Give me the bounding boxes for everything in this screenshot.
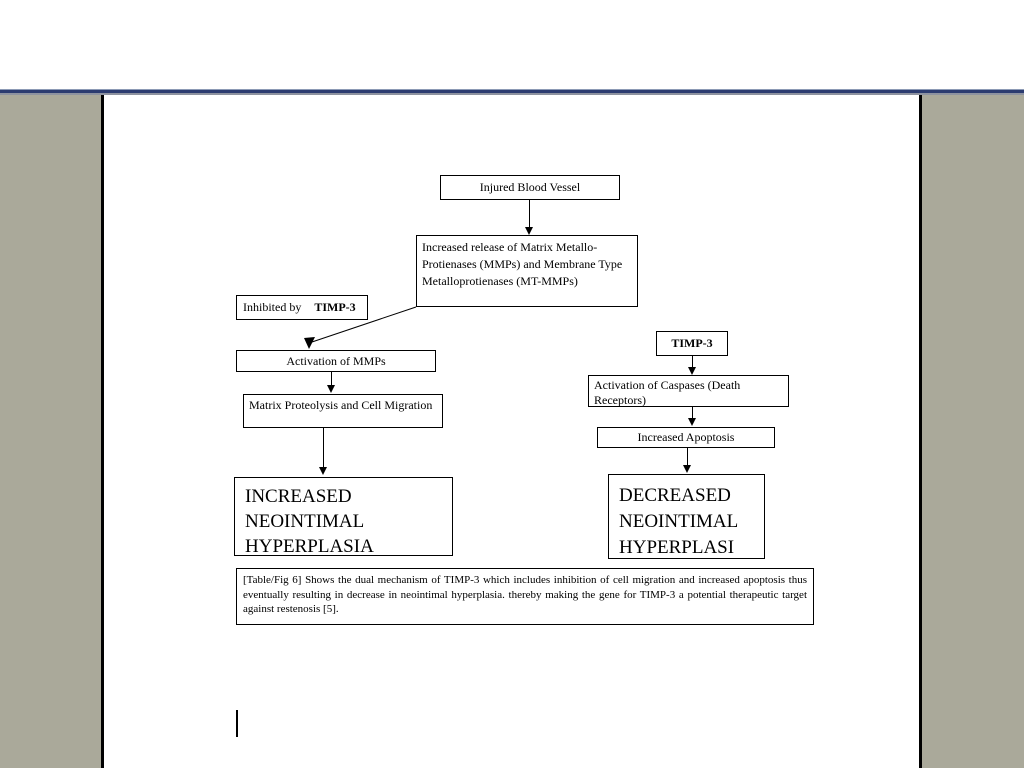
text-cursor-caret [236, 710, 238, 737]
page-left-border [101, 95, 104, 768]
top-horizontal-rule-shadow [0, 93, 1024, 95]
node-injured-blood-vessel-label: Injured Blood Vessel [479, 180, 581, 194]
node-activation-of-mmps[interactable]: Activation of MMPs [236, 350, 436, 372]
node-inhibited-by-timp3-strong: TIMP-3 [314, 300, 356, 314]
connector-vessel-to-release [529, 200, 530, 228]
node-increased-apoptosis[interactable]: Increased Apoptosis [597, 427, 775, 448]
figure-caption-text: [Table/Fig 6] Shows the dual mechanism o… [243, 574, 807, 615]
document-page[interactable]: Injured Blood Vessel Increased release o… [104, 95, 919, 768]
top-white-band [0, 0, 1024, 89]
node-timp3[interactable]: TIMP-3 [656, 331, 728, 356]
node-decreased-neointimal-hyperplasi-label: DECREASED NEOINTIMAL HYPERPLASI [619, 485, 738, 558]
connector-release-to-activation [304, 306, 417, 349]
node-activation-of-mmps-label: Activation of MMPs [286, 354, 386, 368]
arrowhead-vessel-to-release [525, 227, 533, 235]
top-horizontal-rule [0, 89, 1024, 93]
figure-caption: [Table/Fig 6] Shows the dual mechanism o… [236, 568, 814, 625]
node-injured-blood-vessel[interactable]: Injured Blood Vessel [440, 175, 620, 200]
connector-timp3-to-caspases [692, 356, 693, 368]
connector-activation-to-proteolysis [331, 372, 332, 386]
node-matrix-proteolysis[interactable]: Matrix Proteolysis and Cell Migration [243, 394, 443, 428]
node-increased-apoptosis-label: Increased Apoptosis [637, 430, 735, 444]
node-increased-release-mmps[interactable]: Increased release of Matrix Metallo-Prot… [416, 235, 638, 307]
page-right-border [919, 95, 922, 768]
connector-proteolysis-to-increased [323, 428, 324, 468]
node-timp3-label: TIMP-3 [671, 336, 713, 350]
node-inhibited-by-label: Inhibited by [243, 300, 302, 314]
node-increased-neointimal-hyperplasia-label: INCREASED NEOINTIMAL HYPERPLASIA [245, 486, 374, 557]
node-matrix-proteolysis-label: Matrix Proteolysis and Cell Migration [249, 398, 433, 412]
arrowhead-caspases-to-apoptosis [688, 418, 696, 426]
arrowhead-timp3-to-caspases [688, 367, 696, 375]
node-activation-of-caspases[interactable]: Activation of Caspases (Death Receptors) [588, 375, 789, 407]
connector-caspases-to-apoptosis [692, 407, 693, 419]
node-decreased-neointimal-hyperplasi[interactable]: DECREASED NEOINTIMAL HYPERPLASI [608, 474, 765, 559]
node-increased-neointimal-hyperplasia[interactable]: INCREASED NEOINTIMAL HYPERPLASIA [234, 477, 453, 557]
node-inhibited-by-timp3[interactable]: Inhibited by TIMP-3 [236, 295, 368, 320]
arrowhead-activation-to-proteolysis [327, 385, 335, 393]
arrowhead-apoptosis-to-decreased [683, 465, 691, 473]
arrowhead-proteolysis-to-increased [319, 467, 327, 475]
connector-apoptosis-to-decreased [687, 448, 688, 466]
node-activation-of-caspases-label: Activation of Caspases (Death Receptors) [594, 378, 741, 407]
node-increased-release-mmps-label: Increased release of Matrix Metallo-Prot… [422, 240, 623, 288]
